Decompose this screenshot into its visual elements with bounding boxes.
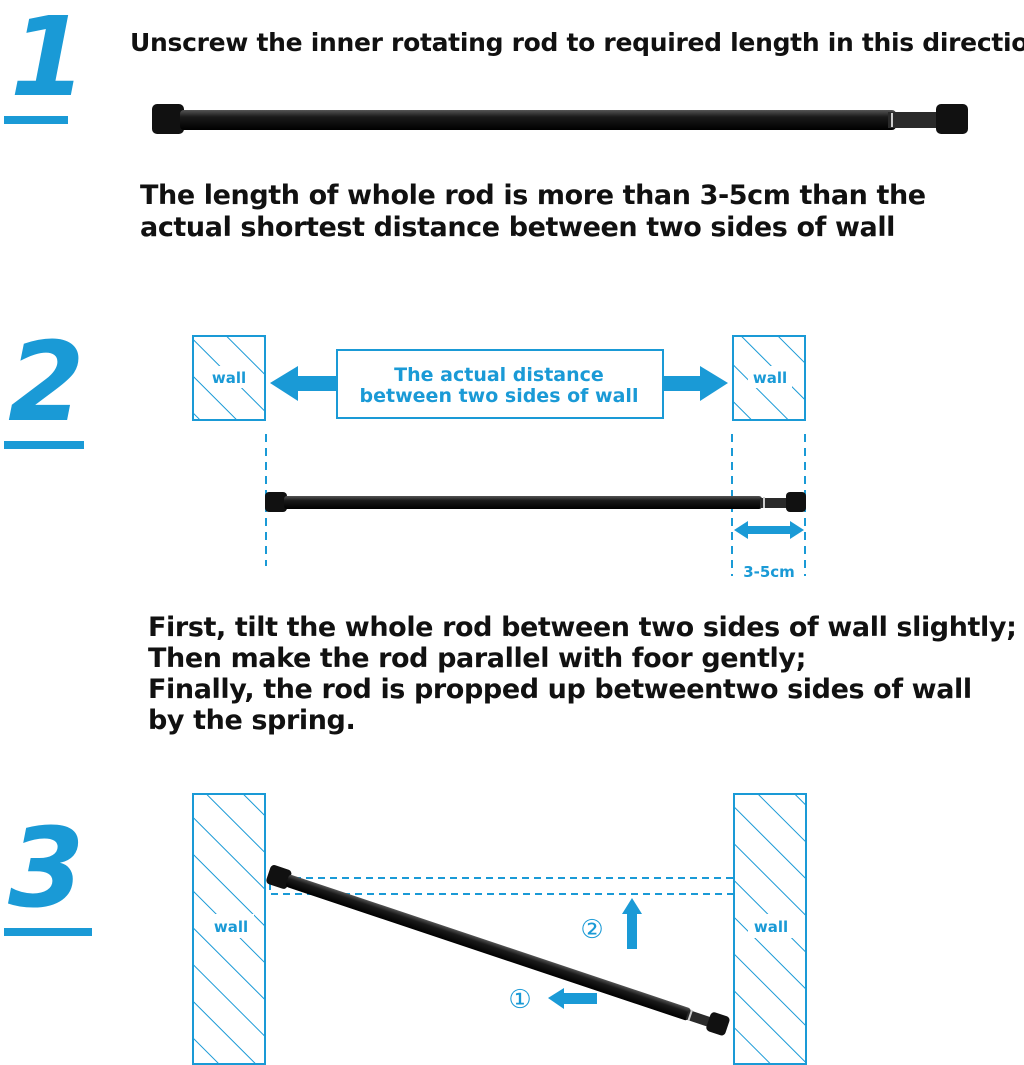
step2-wall-right-label-bg (748, 366, 792, 388)
step-2-underline (4, 441, 84, 449)
step3-rod-inner (685, 1009, 714, 1028)
extra-length-label: 3-5cm (743, 563, 795, 581)
rod-end-cap-right (936, 104, 968, 134)
step2-wall-left-label: wall (212, 369, 246, 387)
step3-diagram: wall wall ② ① (192, 793, 807, 1065)
instruction-line-2: Then make the rod parallel with foor gen… (148, 643, 806, 674)
step-number-3-text: 3 (8, 804, 85, 932)
step3-wall-right-label: wall (754, 918, 788, 936)
step2-wall-left-label-bg (208, 366, 250, 388)
step-number-2-text: 2 (8, 318, 85, 446)
rod-inner-tube (888, 112, 938, 128)
step3-wall-right-label-bg (748, 914, 794, 938)
step2-wall-right-label: wall (753, 369, 787, 387)
step1-note: The length of whole rod is more than 3-5… (140, 180, 926, 243)
step-1-underline (4, 116, 68, 124)
step3-rod-cap-left (266, 865, 292, 889)
step-number-3: 3 (4, 804, 92, 936)
step3-rod-joint (687, 1009, 693, 1021)
step2-diagram: wall wall The actual distance between tw… (192, 335, 806, 581)
step-number-1: 1 (4, 0, 87, 124)
target-rod-outline (269, 877, 735, 895)
step2-rod-outer (284, 496, 762, 509)
rod-outer-tube (180, 110, 896, 130)
step-3-underline (4, 928, 92, 936)
instruction-block: First, tilt the whole rod between two si… (148, 612, 1017, 736)
arrow-left-icon (270, 366, 336, 401)
instruction-line-1: First, tilt the whole rod between two si… (148, 612, 1017, 643)
instruction-line-3: Finally, the rod is propped up betweentw… (148, 674, 972, 705)
distance-line-2: between two sides of wall (360, 385, 639, 407)
rod-end-cap-left (152, 104, 184, 134)
arrow-left-small-icon (548, 988, 597, 1009)
step3-rod-cap-right (706, 1012, 730, 1036)
step2-rod-cap-left (265, 492, 287, 512)
step3-wall-left-label: wall (214, 918, 248, 936)
step-number-1-text: 1 (10, 0, 87, 121)
step3-tilted-rod (266, 865, 730, 1036)
step2-rod-inner (760, 498, 790, 508)
arrow-up-icon (622, 898, 642, 949)
step1-rod (152, 104, 968, 134)
distance-line-1: The actual distance (394, 364, 604, 386)
distance-box (336, 349, 664, 419)
step3-rod-outer (285, 874, 691, 1021)
marker-2: ② (580, 915, 603, 945)
arrow-right-icon (664, 366, 728, 401)
step1-instruction: Unscrew the inner rotating rod to requir… (130, 28, 1024, 57)
instruction-line-4: by the spring. (148, 705, 356, 736)
marker-1: ① (508, 985, 531, 1015)
double-arrow-icon (734, 521, 804, 539)
step3-wall-left-label-bg (208, 914, 254, 938)
step-number-2: 2 (4, 318, 85, 449)
step2-rod-cap-right (786, 492, 806, 512)
